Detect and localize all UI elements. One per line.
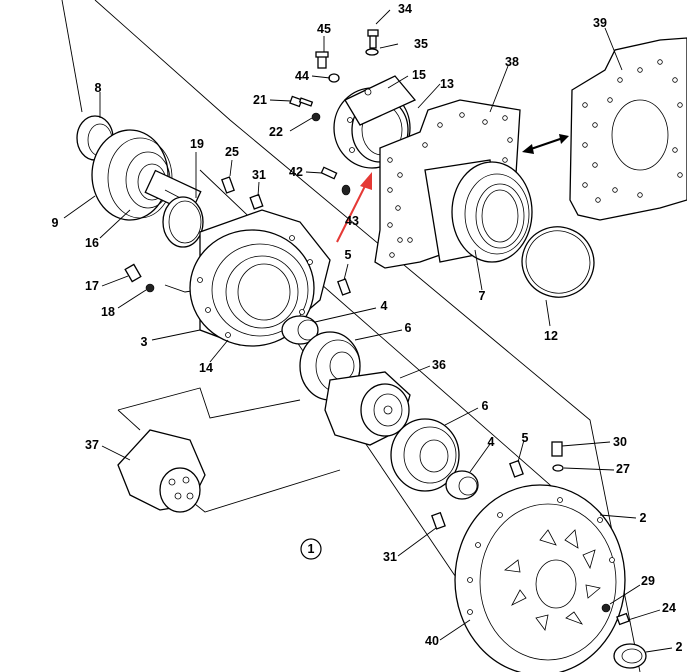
callout-2: 2 (640, 511, 647, 525)
callout-34: 34 (398, 2, 412, 16)
plate-39-holes (582, 59, 683, 203)
bolt-24 (616, 612, 630, 626)
bolt-5-lower (509, 459, 524, 478)
bearing-9 (91, 129, 173, 221)
plate-38-holes (387, 112, 513, 258)
bolt-17 (124, 263, 142, 283)
callout-36: 36 (432, 358, 446, 372)
spline-shaft-4-upper (281, 315, 319, 345)
callout-27: 27 (616, 462, 630, 476)
bolt-5-upper (337, 278, 351, 296)
callout-37: 37 (85, 438, 99, 452)
callout-35: 35 (414, 37, 428, 51)
callout-42: 42 (289, 165, 303, 179)
callout-2-bottom: 2 (676, 640, 683, 654)
o-ring-12 (521, 226, 595, 298)
callout-6-upper: 6 (405, 321, 412, 335)
ring-19 (162, 196, 204, 248)
washer-43 (341, 184, 351, 196)
planet-carrier-36 (324, 371, 411, 446)
bolt-25 (221, 176, 235, 194)
callout-30: 30 (613, 435, 627, 449)
mounting-plate-39 (569, 37, 687, 221)
callout-29: 29 (641, 574, 655, 588)
callout-5-lower: 5 (522, 431, 529, 445)
hub-7 (424, 159, 533, 263)
leader-lines (63, 9, 673, 653)
callout-40: 40 (425, 634, 439, 648)
washer-44 (328, 73, 340, 83)
callout-4-lower: 4 (488, 435, 495, 449)
spline-shaft-4-lower (445, 470, 479, 500)
callout-43: 43 (345, 214, 359, 228)
callout-12: 12 (544, 329, 558, 343)
callout-15: 15 (412, 68, 426, 82)
double-arrow (522, 134, 569, 154)
callout-4-upper: 4 (381, 299, 388, 313)
callout-44: 44 (295, 69, 309, 83)
washer-29 (601, 603, 611, 613)
callout-14: 14 (199, 361, 213, 375)
callout-22: 22 (269, 125, 283, 139)
callout-45: 45 (317, 22, 331, 36)
callout-5-upper: 5 (345, 248, 352, 262)
bolt-31-top (249, 193, 264, 210)
washer-27 (552, 464, 564, 472)
bolt-45 (315, 51, 329, 69)
callout-21: 21 (253, 93, 267, 107)
callout-17: 17 (85, 279, 99, 293)
callout-25: 25 (225, 145, 239, 159)
callout-39: 39 (593, 16, 607, 30)
washer-22 (311, 112, 321, 122)
figure-number-badge: 1 (300, 538, 322, 560)
callout-18: 18 (101, 305, 115, 319)
figure-number: 1 (308, 542, 315, 556)
wheel-hub-2 (454, 484, 626, 672)
callout-3: 3 (141, 335, 148, 349)
bolt-34 (367, 29, 379, 49)
bolt-30 (551, 441, 563, 457)
washer-35 (365, 48, 379, 56)
hub-spokes (503, 529, 601, 631)
callout-6-lower: 6 (482, 399, 489, 413)
bolt-42 (320, 166, 338, 180)
carrier-37 (117, 429, 206, 513)
callout-19: 19 (190, 137, 204, 151)
callout-13: 13 (440, 77, 454, 91)
bolt-31-lower (431, 511, 446, 530)
red-arrow (336, 172, 372, 243)
housing-3 (189, 209, 331, 347)
callout-8: 8 (95, 81, 102, 95)
bolt-21 (289, 95, 314, 108)
callout-38: 38 (505, 55, 519, 69)
callout-31-top: 31 (252, 168, 266, 182)
callout-7: 7 (479, 289, 486, 303)
callout-16: 16 (85, 236, 99, 250)
callout-31-lower: 31 (383, 550, 397, 564)
callout-24: 24 (662, 601, 676, 615)
cap-2 (613, 643, 647, 669)
callouts: 34 35 45 44 15 13 38 39 21 22 42 43 8 9 … (52, 2, 683, 654)
bearing-6-lower (390, 418, 460, 492)
callout-9: 9 (52, 216, 59, 230)
washer-18 (145, 283, 155, 293)
